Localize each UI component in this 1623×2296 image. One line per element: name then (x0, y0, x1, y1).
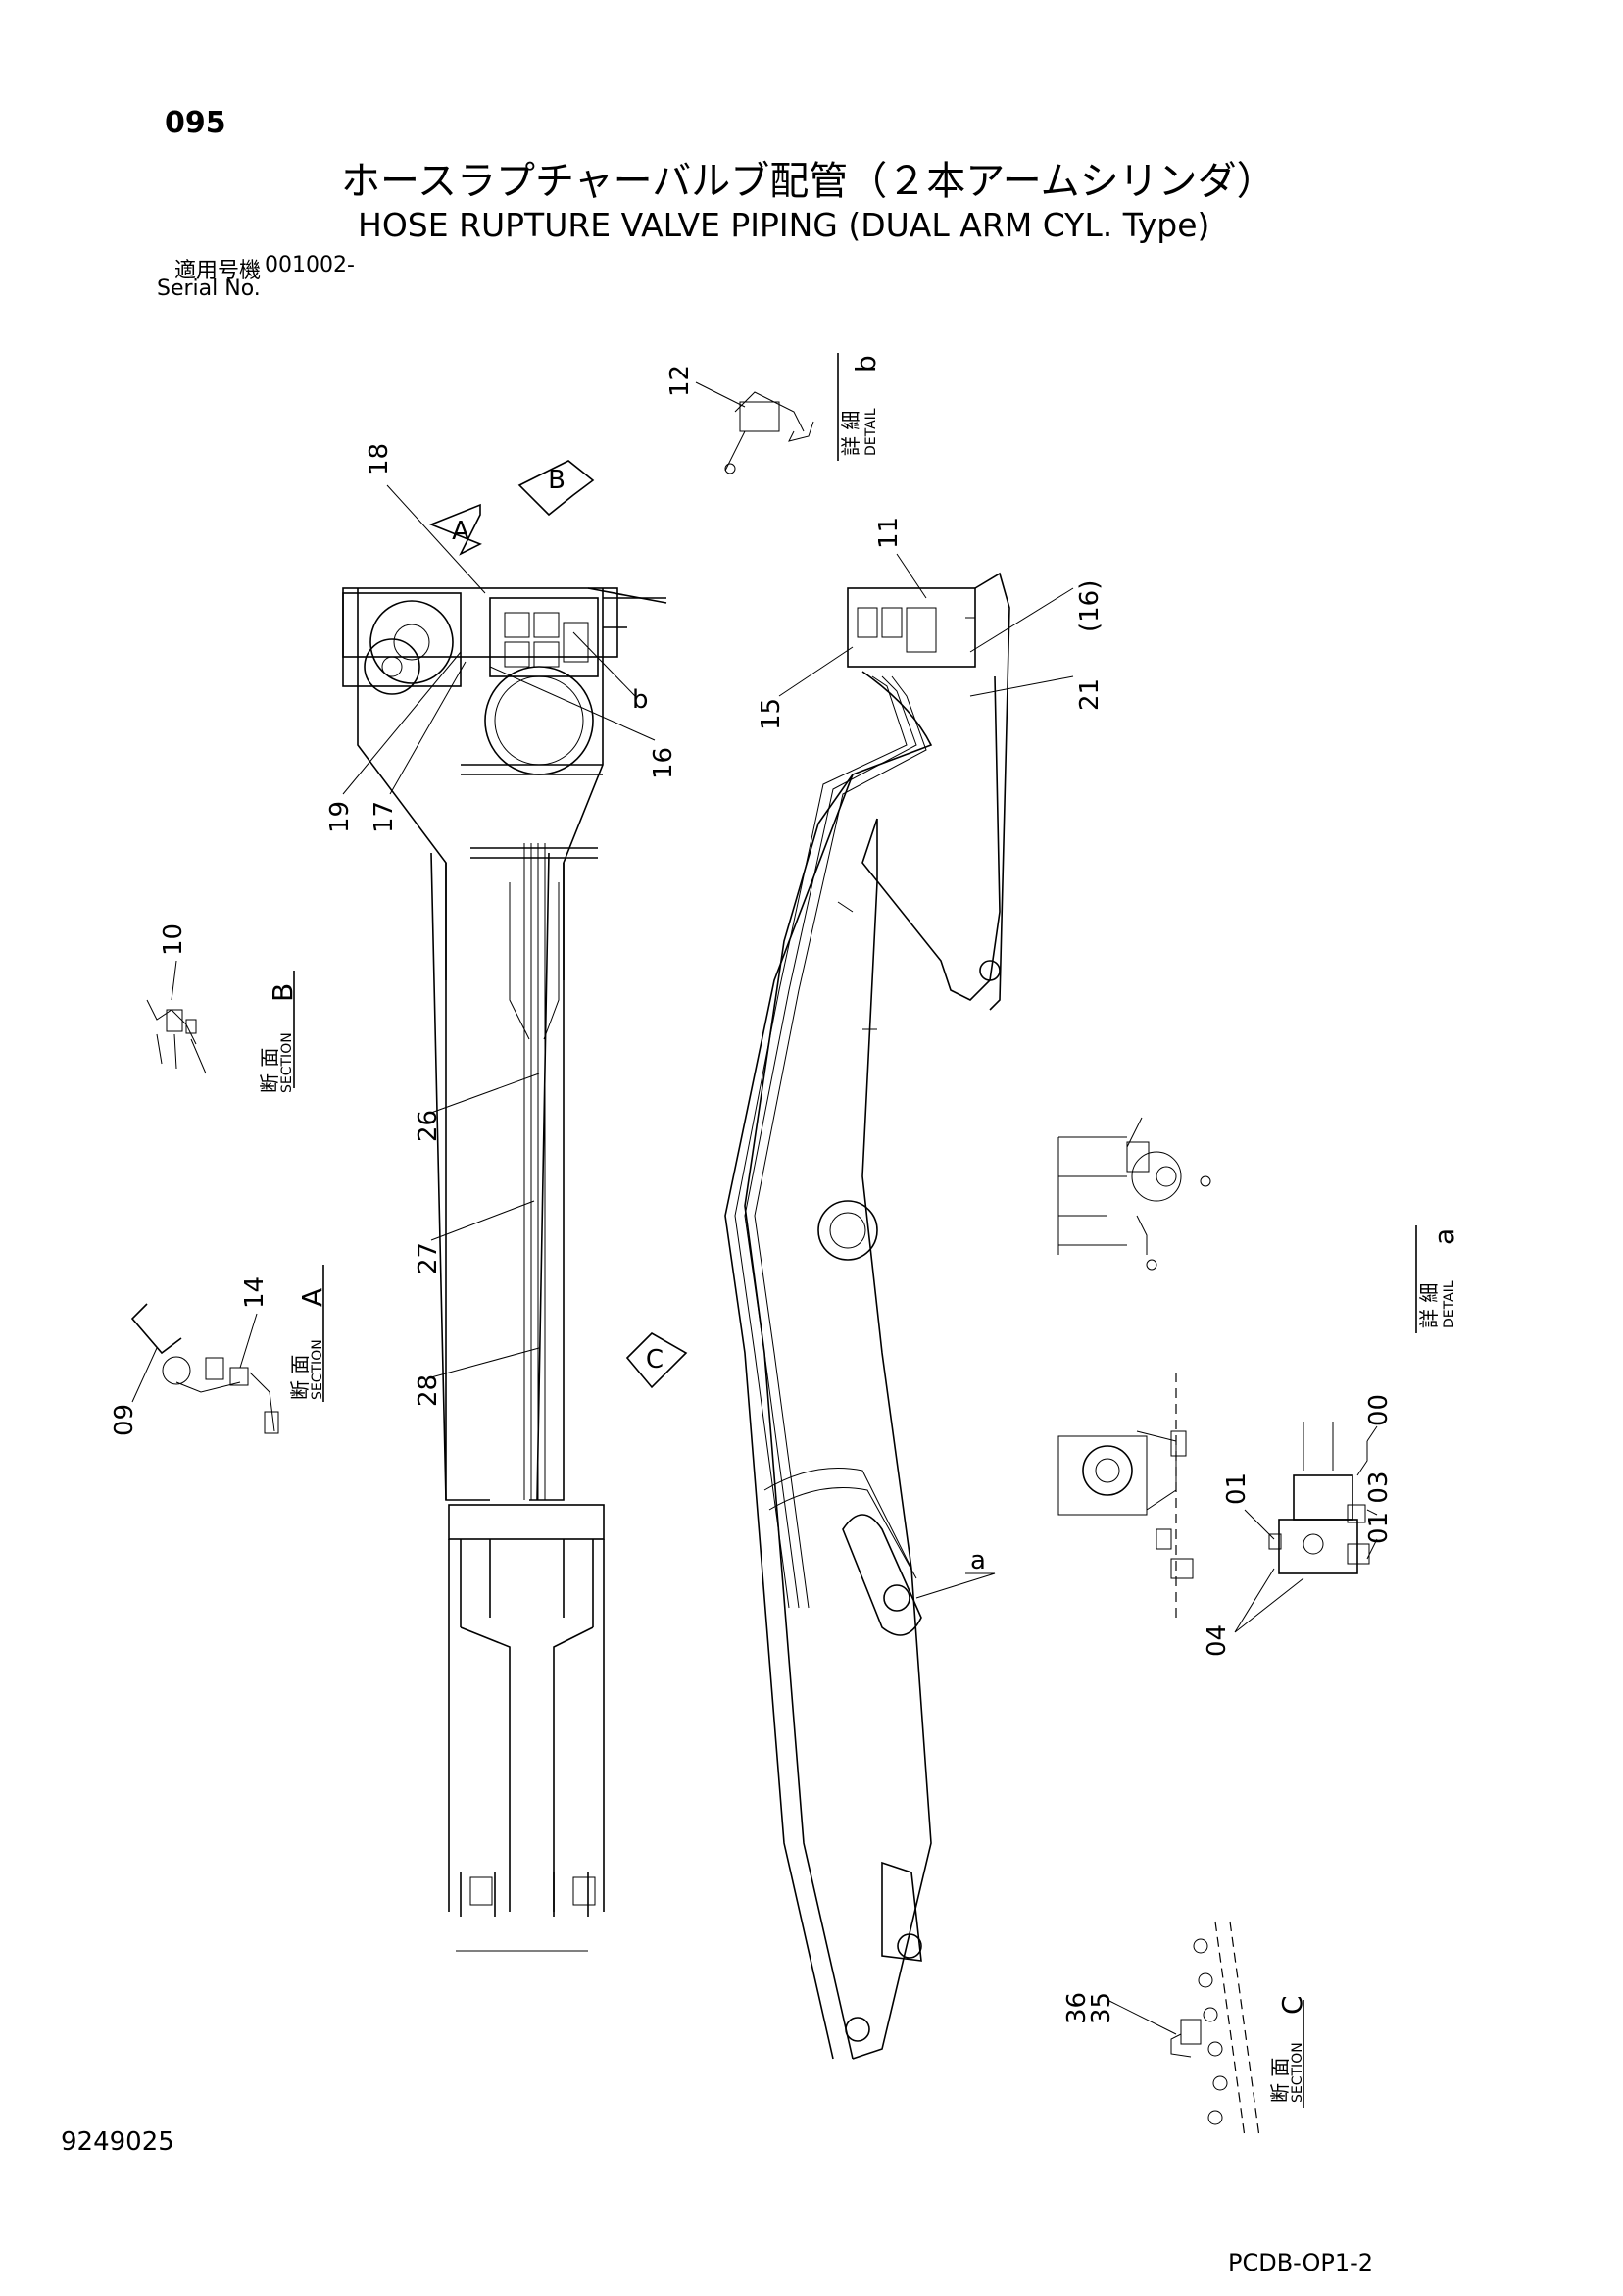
arm-side-view (724, 572, 1010, 2060)
detail-b-sketch (724, 353, 839, 474)
callout-01: 01 (1222, 1472, 1252, 1505)
callout-15: 15 (757, 698, 786, 730)
callout-17: 17 (369, 801, 399, 833)
callout-12: 12 (665, 365, 695, 397)
callout-09: 09 (110, 1404, 139, 1436)
callout-35: 35 (1087, 1992, 1116, 2024)
svg-text:A: A (452, 517, 469, 546)
page-number: 095 (165, 106, 226, 140)
svg-text:断 面: 断 面 (1268, 2058, 1292, 2103)
view-arrow-c: C (625, 1332, 688, 1389)
callout-11: 11 (874, 517, 904, 549)
section-c-sketch (1170, 1921, 1304, 2138)
callout-28: 28 (414, 1374, 443, 1407)
valve-detail-sketch (1057, 1373, 1370, 1618)
svg-text:詳 細: 詳 細 (1417, 1283, 1441, 1328)
svg-text:SECTION: SECTION (279, 1032, 295, 1093)
serial-value: 001002- (265, 253, 355, 277)
svg-text:C: C (1276, 1995, 1308, 2015)
svg-text:a: a (1428, 1228, 1460, 1245)
callout-10: 10 (159, 923, 188, 956)
callout-18: 18 (365, 443, 394, 475)
callout-14: 14 (240, 1276, 270, 1309)
svg-text:DETAIL: DETAIL (1442, 1280, 1457, 1328)
callout-16-paren: (16) (1075, 580, 1105, 632)
title-english: HOSE RUPTURE VALVE PIPING (DUAL ARM CYL.… (358, 206, 1210, 244)
detail-a-sketch (1057, 1117, 1417, 1333)
callout-27: 27 (414, 1242, 443, 1274)
section-b-sketch (146, 971, 295, 1088)
svg-text:断 面: 断 面 (288, 1355, 312, 1400)
callout-26: 26 (414, 1110, 443, 1142)
document-number: 9249025 (61, 2127, 174, 2157)
label-detail-b: 詳 細 DETAIL b (839, 355, 882, 456)
page-code: PCDB-OP1-2 (1228, 2249, 1374, 2276)
label-section-c: 断 面 SECTION C (1268, 1995, 1308, 2103)
section-a-sketch (130, 1265, 324, 1434)
callout-16: 16 (649, 747, 678, 779)
callout-04: 04 (1203, 1624, 1232, 1657)
svg-text:B: B (267, 983, 299, 1002)
callout-00: 00 (1364, 1394, 1394, 1426)
marker-b: b (632, 685, 649, 715)
title-japanese: ホースラプチャーバルブ配管（２本アームシリンダ） (341, 159, 1276, 204)
svg-text:断 面: 断 面 (258, 1048, 281, 1093)
arm-top-view (342, 587, 667, 1952)
svg-text:SECTION: SECTION (310, 1339, 325, 1400)
svg-text:A: A (296, 1288, 328, 1307)
marker-a: a (970, 1546, 986, 1575)
callout-21: 21 (1075, 678, 1105, 711)
label-section-a: 断 面 SECTION A (288, 1288, 328, 1400)
callouts: 18 19 17 16 10 26 27 28 09 14 12 11 (16)… (110, 365, 1394, 2035)
svg-text:B: B (548, 466, 566, 495)
label-section-b: 断 面 SECTION B (258, 983, 299, 1093)
svg-text:DETAIL: DETAIL (863, 408, 879, 456)
svg-text:b: b (850, 355, 882, 373)
view-arrow-a: A (428, 503, 482, 556)
serial-label-japanese: 適用号機 (174, 259, 262, 283)
callout-36: 36 (1062, 1992, 1092, 2024)
callout-19: 19 (325, 801, 355, 833)
svg-text:詳 細: 詳 細 (839, 411, 862, 456)
svg-text:C: C (646, 1345, 664, 1374)
label-detail-a: 詳 細 DETAIL a (1417, 1228, 1460, 1328)
view-arrow-b: B (517, 460, 595, 517)
svg-text:SECTION: SECTION (1290, 2042, 1305, 2103)
serial-label-english: Serial No. (157, 276, 261, 301)
callout-01-03: 01 03 (1364, 1472, 1394, 1544)
